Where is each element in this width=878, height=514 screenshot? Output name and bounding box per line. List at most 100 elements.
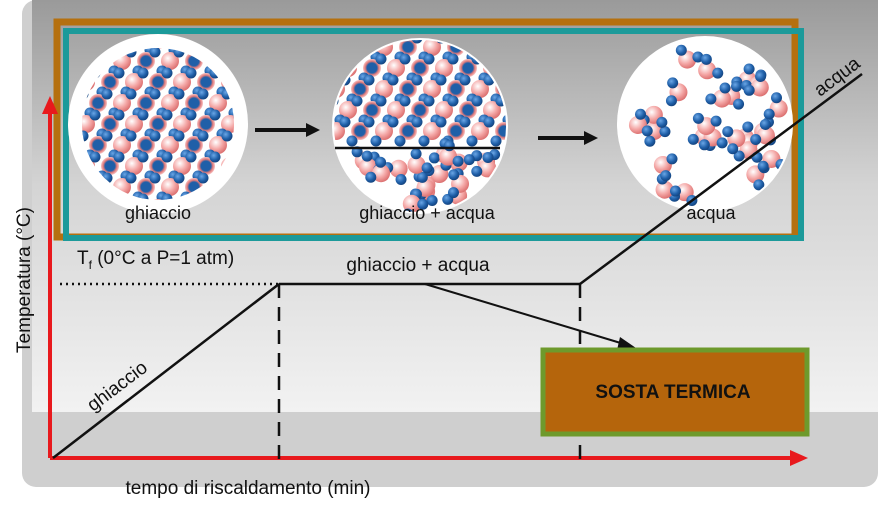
- hydrogen-atom-mark: [687, 133, 699, 145]
- hydrogen-atom-mark: [89, 151, 101, 163]
- ice-oxygen-ring-mark: [101, 73, 119, 91]
- oxygen-atom-mark: [435, 101, 453, 119]
- hydrogen-atom-mark: [428, 152, 440, 164]
- hydrogen-atom-mark: [482, 151, 494, 163]
- hydrogen-atom-mark: [722, 126, 734, 138]
- oxygen-atom-mark: [161, 136, 179, 154]
- ice-oxygen-ring-mark: [101, 115, 119, 133]
- melting-temperature-label: Tf (0°C a P=1 atm): [77, 248, 234, 272]
- ice-oxygen-ring-mark: [89, 94, 107, 112]
- hydrogen-atom-mark: [185, 67, 197, 79]
- hydrogen-atom-mark: [644, 135, 656, 147]
- ice-oxygen-ring-mark: [459, 59, 477, 77]
- oxygen-atom-mark: [655, 180, 674, 199]
- hydrogen-atom-mark: [471, 165, 483, 177]
- hydrogen-atom-mark: [125, 130, 137, 142]
- ice-oxygen-ring-mark: [363, 59, 381, 77]
- ice-oxygen-ring-mark: [149, 157, 167, 175]
- oxygen-atom-mark: [387, 59, 405, 77]
- hydrogen-atom-mark: [435, 116, 447, 128]
- y-axis: [42, 96, 58, 458]
- tf-symbol: T: [77, 248, 89, 269]
- hydrogen-atom-mark: [363, 74, 375, 86]
- oxygen-atom-mark: [435, 59, 453, 77]
- oxygen-atom-mark: [407, 155, 426, 174]
- hydrogen-atom-mark: [410, 148, 422, 160]
- hydrogen-atom-mark: [712, 67, 724, 79]
- hydrogen-atom-mark: [411, 40, 423, 44]
- hydrogen-atom-mark: [137, 109, 149, 121]
- hydrogen-atom-mark: [411, 116, 423, 128]
- hydrogen-atom-mark: [733, 150, 745, 162]
- hydrogen-atom-mark: [716, 137, 728, 149]
- ice-oxygen-ring-mark: [495, 122, 506, 140]
- oxygen-atom-mark: [483, 101, 501, 119]
- water-molecules: [619, 38, 791, 210]
- hydrogen-atom-mark: [370, 135, 382, 147]
- panel-label-mixture: ghiaccio + acqua: [359, 203, 496, 223]
- hydrogen-atom-mark: [700, 53, 712, 65]
- ice-oxygen-ring-mark: [459, 101, 477, 119]
- ice-oxygen-ring-mark: [137, 94, 155, 112]
- hydrogen-atom-mark: [418, 135, 430, 147]
- hydrogen-atom-mark: [161, 109, 173, 121]
- hydrogen-atom-mark: [675, 44, 687, 56]
- oxygen-atom-mark: [389, 159, 408, 178]
- hydrogen-atom-mark: [692, 51, 704, 63]
- hydrogen-atom-mark: [173, 130, 185, 142]
- thermal-stop-label: SOSTA TERMICA: [595, 382, 750, 403]
- hydrogen-atom-mark: [448, 169, 460, 181]
- hydrogen-atom-mark: [743, 63, 755, 75]
- oxygen-atom-mark: [221, 115, 234, 133]
- hydrogen-atom-mark: [101, 88, 113, 100]
- hydrogen-atom-mark: [757, 160, 769, 172]
- ice-oxygen-ring-mark: [411, 101, 429, 119]
- oxygen-atom-mark: [82, 115, 95, 133]
- oxygen-atom-mark: [209, 136, 227, 154]
- oxygen-atom-mark: [372, 164, 391, 183]
- hydrogen-atom-mark: [361, 150, 373, 162]
- hydrogen-atom-mark: [743, 84, 755, 96]
- ice-oxygen-ring-mark: [447, 122, 465, 140]
- curve-ice-segment: [52, 283, 280, 459]
- oxygen-atom-mark: [756, 126, 775, 145]
- oxygen-atom-mark: [161, 94, 179, 112]
- oxygen-atom-mark: [387, 101, 405, 119]
- tf-condition: (0°C a P=1 atm): [92, 248, 234, 269]
- hydrogen-atom-mark: [161, 151, 173, 163]
- x-axis-label: tempo di riscaldamento (min): [126, 478, 371, 499]
- hydrogen-atom-mark: [641, 125, 653, 137]
- hydrogen-atom-mark: [399, 95, 411, 107]
- hydrogen-atom-mark: [209, 109, 221, 121]
- hydrogen-atom-mark: [387, 74, 399, 86]
- hydrogen-atom-mark: [665, 95, 677, 107]
- hydrogen-atom-mark: [452, 155, 464, 167]
- hydrogen-atom-mark: [466, 135, 478, 147]
- hydrogen-atom-mark: [733, 98, 745, 110]
- hydrogen-atom-mark: [375, 95, 387, 107]
- y-axis-label: Temperatura (°C): [14, 207, 35, 353]
- hydrogen-atom-mark: [149, 88, 161, 100]
- hydrogen-atom-mark: [692, 112, 704, 124]
- oxygen-atom-mark: [125, 157, 143, 175]
- hydrogen-atom-mark: [365, 171, 377, 183]
- oxygen-atom-mark: [125, 115, 143, 133]
- oxygen-atom-mark: [173, 157, 191, 175]
- hydrogen-atom-mark: [185, 109, 197, 121]
- oxygen-atom-mark: [423, 80, 441, 98]
- ice-oxygen-ring-mark: [197, 115, 215, 133]
- hydrogen-atom-mark: [759, 118, 771, 130]
- ice-oxygen-ring-mark: [399, 122, 417, 140]
- hydrogen-atom-mark: [149, 172, 161, 184]
- ice-oxygen-ring-mark: [185, 94, 203, 112]
- panel-label-ice: ghiaccio: [125, 203, 191, 223]
- hydrogen-atom-mark: [483, 116, 495, 128]
- oxygen-atom-mark: [173, 115, 191, 133]
- hydrogen-atom-mark: [667, 77, 679, 89]
- oxygen-atom-mark: [375, 80, 393, 98]
- hydrogen-atom-mark: [351, 95, 363, 107]
- hydrogen-atom-mark: [421, 162, 433, 174]
- hydrogen-atom-mark: [771, 92, 783, 104]
- oxygen-atom-mark: [423, 40, 441, 56]
